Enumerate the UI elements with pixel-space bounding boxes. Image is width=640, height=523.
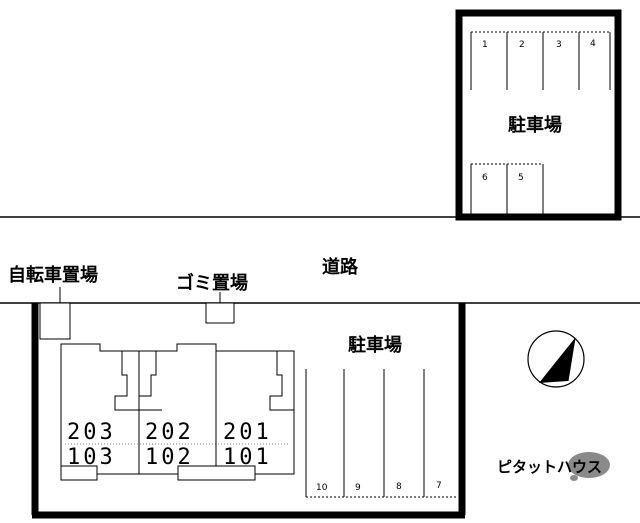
parking-spot-label: 4: [590, 39, 596, 49]
parking-spot-label: 8: [396, 482, 402, 492]
parking-lot-top-border: [455, 9, 622, 221]
unit-number: 201: [223, 420, 272, 445]
logo-bubble-tail: [570, 475, 578, 481]
parking-spot-label: 6: [482, 173, 488, 183]
stair-notch: [138, 351, 162, 411]
parking-top-label: 駐車場: [508, 114, 562, 136]
parking-spot-label: 10: [316, 483, 328, 493]
logo-bubble: [568, 452, 610, 478]
porch: [177, 465, 256, 481]
stair-notch: [114, 351, 139, 411]
parking-lot-top: 1 2 3 4 駐車場 6 5: [455, 9, 622, 221]
unit-number: 202: [145, 420, 194, 445]
parking-bottom-label: 駐車場: [348, 334, 402, 356]
road-label: 道路: [322, 256, 359, 278]
garbage-area-box: [205, 302, 235, 324]
garbage-area-label: ゴミ置場: [176, 272, 248, 294]
parking-spot-label: 9: [355, 483, 361, 493]
north-arrow-icon: [527, 330, 585, 388]
stair-notch: [269, 351, 294, 411]
parking-spot-label: 2: [519, 40, 525, 50]
parking-spot-label: 3: [556, 40, 562, 50]
logo-text: ピタットハウス: [497, 458, 602, 476]
pitat-house-logo: ピタットハウス: [497, 452, 610, 481]
parking-spot-label: 1: [482, 40, 488, 50]
property-lot: 自転車置場 ゴミ置場 203 202 201 103 102 101 駐車場: [8, 264, 466, 519]
parking-spot-label: 7: [436, 481, 442, 491]
porch: [60, 465, 98, 481]
bicycle-parking-area: [39, 302, 71, 340]
bicycle-parking-label: 自転車置場: [8, 264, 98, 286]
unit-number: 203: [67, 420, 116, 445]
parking-spot-label: 5: [518, 173, 524, 183]
